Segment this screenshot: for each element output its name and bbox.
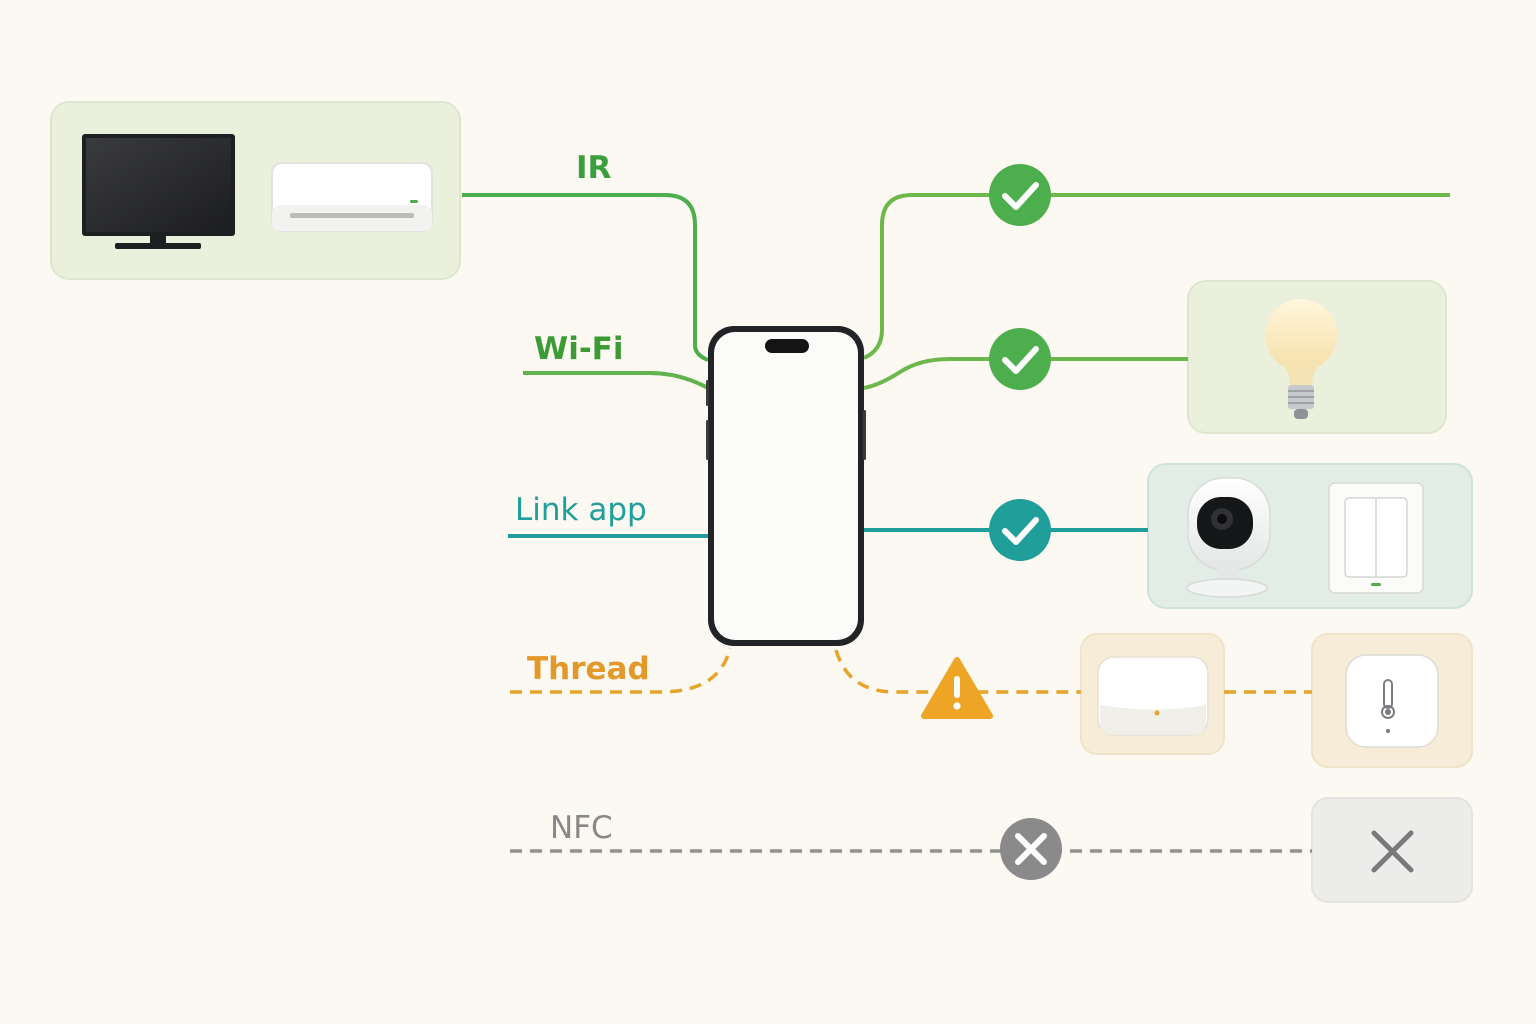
air-conditioner-icon: [271, 162, 433, 232]
wifi-label: Wi-Fi: [534, 331, 624, 367]
thread-line-left: [510, 647, 732, 694]
tv-icon: [82, 134, 235, 249]
wifi-line-right: [863, 357, 1188, 390]
thread-label: Thread: [527, 651, 650, 687]
thermometer-sensor-icon: [1345, 654, 1439, 748]
light-bulb-icon: [1265, 299, 1337, 419]
ir-line-right: [863, 193, 1450, 360]
wifi-line-left: [523, 371, 709, 390]
x-icon: [1000, 818, 1062, 880]
ir-line-left: [462, 193, 709, 362]
security-camera-icon: [1186, 477, 1271, 598]
link-app-label: Link app: [515, 492, 647, 528]
smartphone: [706, 326, 866, 646]
check-icon: [989, 328, 1051, 390]
x-icon: [1371, 830, 1414, 873]
check-icon: [989, 499, 1051, 561]
ir-label: IR: [576, 150, 612, 186]
nfc-label: NFC: [550, 810, 613, 846]
thread-line-right: [834, 649, 1312, 694]
check-icon: [989, 164, 1051, 226]
hub-icon: [1097, 656, 1209, 736]
wall-switch-icon: [1328, 482, 1424, 594]
warning-icon: [921, 657, 993, 719]
